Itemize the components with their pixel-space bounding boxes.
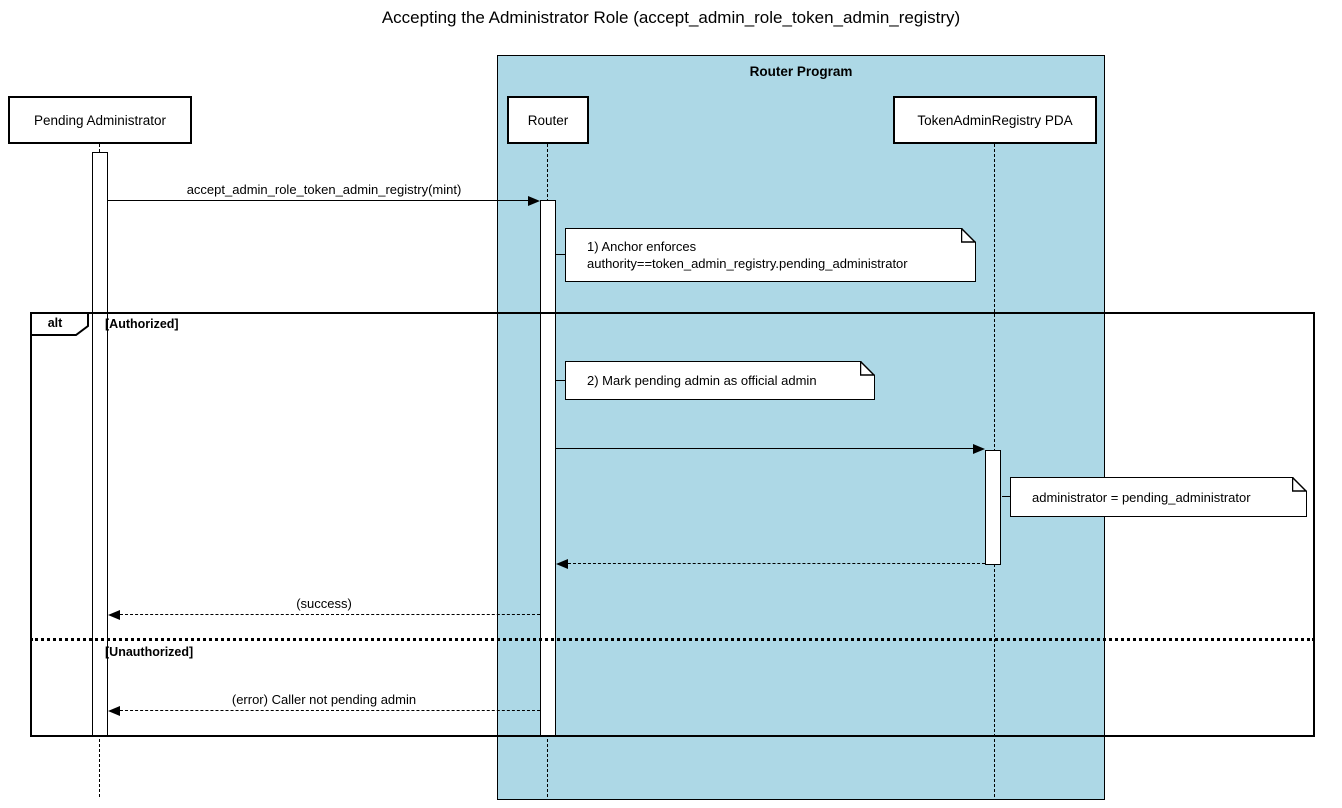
note-connector [1002, 496, 1011, 497]
note-fold-icon [1292, 477, 1307, 492]
router-program-container [497, 55, 1105, 800]
note-fold-icon [860, 361, 875, 376]
diagram-title: Accepting the Administrator Role (accept… [381, 8, 961, 27]
note-fold-icon [961, 228, 976, 243]
message-success-line [120, 614, 540, 615]
arrowhead-icon [556, 559, 568, 569]
message-error-line [120, 710, 540, 711]
note-line: 1) Anchor enforces [587, 239, 697, 254]
participant-pda-label: TokenAdminRegistry PDA [917, 112, 1073, 128]
router-program-label: Router Program [749, 64, 853, 79]
activation-pda [985, 450, 1001, 565]
note-line: administrator = pending_administrator [1032, 489, 1251, 505]
note-anchor-enforces: 1) Anchor enforces authority==token_admi… [565, 228, 976, 282]
participant-pending-admin: Pending Administrator [8, 96, 192, 144]
message-call-line [108, 200, 528, 201]
arrowhead-icon [108, 706, 120, 716]
alt-operator-label: alt [47, 316, 63, 330]
participant-router: Router [507, 96, 589, 144]
alt-divider [30, 638, 1315, 641]
note-line: authority==token_admin_registry.pending_… [587, 256, 908, 271]
participant-pending-admin-label: Pending Administrator [33, 112, 167, 128]
participant-router-label: Router [527, 112, 569, 128]
alt-frame [30, 312, 1315, 737]
message-success-label: (success) [296, 596, 352, 611]
note-line: 2) Mark pending admin as official admin [587, 373, 817, 388]
guard-unauthorized: [Unauthorized] [105, 645, 194, 659]
note-connector [555, 254, 566, 255]
arrowhead-icon [973, 444, 985, 454]
message-error-label: (error) Caller not pending admin [231, 692, 417, 707]
arrowhead-icon [108, 610, 120, 620]
note-mark-admin: 2) Mark pending admin as official admin [565, 361, 875, 400]
message-return-line [568, 563, 985, 564]
guard-authorized: [Authorized] [105, 317, 179, 331]
arrowhead-icon [528, 196, 540, 206]
participant-pda: TokenAdminRegistry PDA [893, 96, 1097, 144]
note-assign-admin: administrator = pending_administrator [1010, 477, 1307, 517]
alt-operator-pentagon [30, 312, 89, 336]
message-internal-line [556, 448, 973, 449]
message-call-label: accept_admin_role_token_admin_registry(m… [186, 182, 462, 197]
note-connector [555, 380, 566, 381]
